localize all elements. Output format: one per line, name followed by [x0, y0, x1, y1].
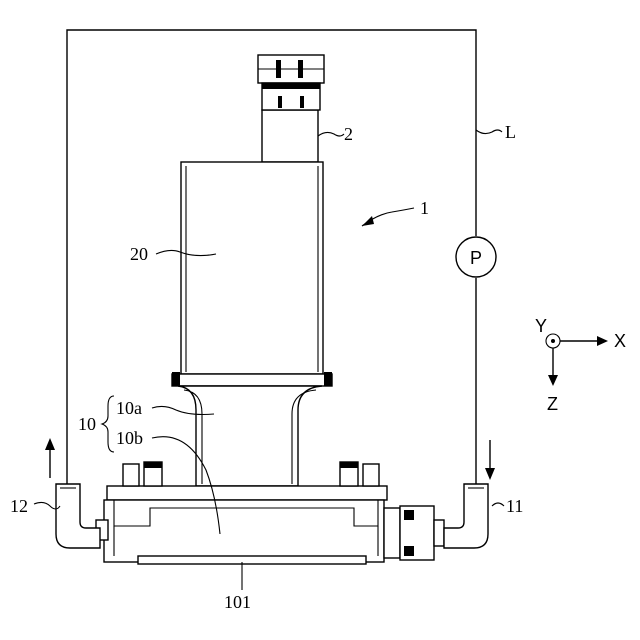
- label-outlet-port: 12: [10, 496, 28, 516]
- tank-body: [181, 162, 323, 374]
- right-coupling-base: [384, 508, 400, 558]
- label-liquid-line: L: [505, 122, 516, 142]
- inlet-port: [444, 484, 488, 548]
- tank-flange: [172, 374, 332, 386]
- outlet-elbow: [56, 484, 100, 548]
- label-cartridge: 2: [344, 124, 353, 144]
- x-axis-label: X: [614, 331, 626, 351]
- coordinate-axes: Y X Z: [535, 316, 626, 414]
- label-inlet-port: 11: [506, 496, 523, 516]
- head-housing: [104, 500, 384, 562]
- label-head: 10: [78, 414, 96, 434]
- label-tank: 20: [130, 244, 148, 264]
- label-head-upper: 10a: [116, 398, 142, 418]
- label-assembly: 1: [420, 198, 429, 218]
- flow-up-arrowhead: [45, 438, 55, 450]
- cartridge-neck: [262, 110, 318, 162]
- screw-left-outer: [123, 464, 139, 486]
- label-nozzle-face: 101: [224, 592, 251, 612]
- tank: [172, 162, 332, 386]
- label-head-lower: 10b: [116, 428, 143, 448]
- outlet-port: [56, 484, 100, 548]
- head-upper: [178, 386, 322, 486]
- flow-down-arrowhead: [485, 468, 495, 480]
- cartridge: [258, 55, 324, 162]
- pump: P: [456, 237, 496, 277]
- nozzle-plate: [138, 556, 366, 564]
- inlet-elbow: [444, 484, 488, 548]
- screw-right-outer: [363, 464, 379, 486]
- head-top-plate: [107, 486, 387, 500]
- pump-label: P: [470, 248, 482, 268]
- y-axis-label: Y: [535, 316, 547, 336]
- z-axis-label: Z: [547, 394, 558, 414]
